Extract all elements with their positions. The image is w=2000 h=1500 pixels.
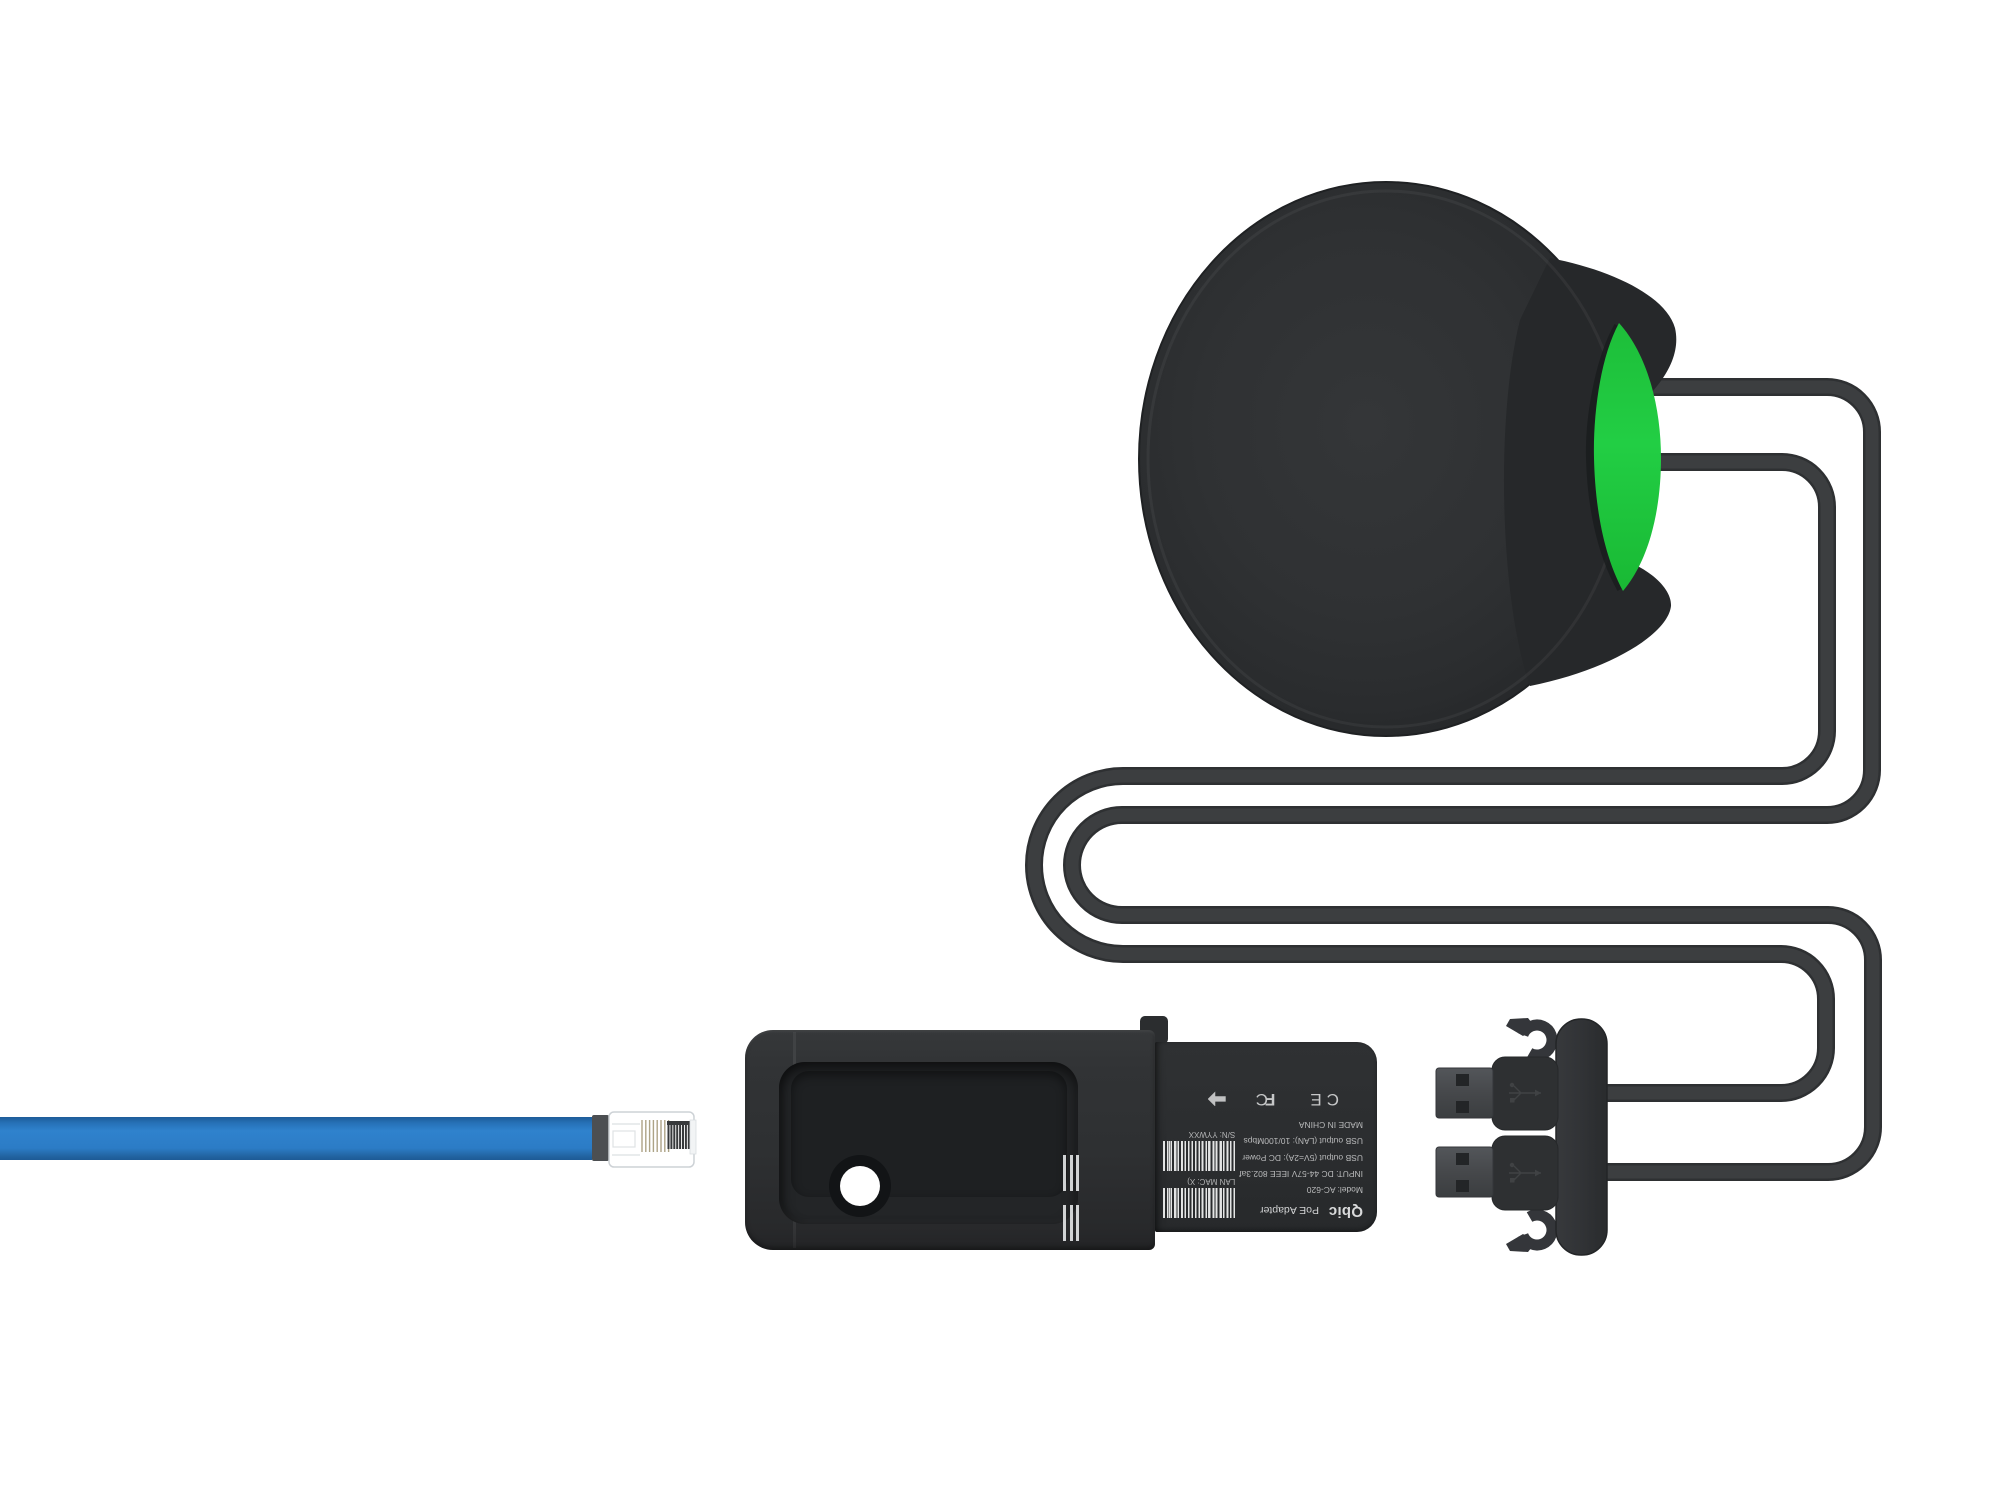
label-lan-mac: LAN MAC: X): [1187, 1177, 1236, 1186]
mount-hole: [840, 1166, 880, 1206]
vent-marks: [1063, 1205, 1079, 1241]
poe-adapter: Qbic PoE Adapter Model: AC-620 INPUT: DC…: [745, 1016, 1377, 1250]
device-cable-lower: [1025, 453, 1836, 1102]
label-input: INPUT: DC 44-57V IEEE 802.3af: [1239, 1168, 1363, 1179]
rj45-connector: [608, 1111, 697, 1168]
shield-hole: [1456, 1074, 1469, 1086]
adapter-label-block: Qbic PoE Adapter Model: AC-620 INPUT: DC…: [1155, 1042, 1377, 1232]
shield-hole: [1456, 1101, 1469, 1113]
ce-mark: CE: [1305, 1089, 1339, 1109]
label-made-in: MADE IN CHINA: [1298, 1120, 1363, 1131]
barcode: [1163, 1188, 1236, 1218]
strain-relief-boot: [592, 1115, 609, 1161]
puck-device: [1138, 181, 1677, 737]
brand-logo: Qbic: [1328, 1203, 1363, 1220]
usb-plug-upper: [1435, 1056, 1559, 1131]
shield-hole: [1456, 1180, 1469, 1192]
cable-ribbon: [0, 1117, 592, 1160]
fcc-mark: FC: [1255, 1089, 1276, 1109]
label-model: Model: AC-620: [1306, 1185, 1363, 1195]
barcode: [1163, 1141, 1236, 1171]
shield-hole: [1456, 1153, 1469, 1165]
usb-retainer: [1435, 1018, 1608, 1256]
product-name: PoE Adapter: [1260, 1204, 1319, 1216]
lens-groove: [1585, 324, 1625, 591]
label-usb-power: USB output (5V=2A): DC Power: [1242, 1152, 1363, 1163]
adapter-label: Qbic PoE Adapter Model: AC-620 INPUT: DC…: [1155, 1042, 1377, 1232]
adapter-pocket: [779, 1062, 1078, 1224]
label-serial: S/N: YYWXX: [1188, 1130, 1236, 1139]
ethernet-cable: [0, 1111, 697, 1168]
usb-trident-icon: [1509, 1082, 1541, 1103]
label-usb-lan: USB output (LAN): 10/100Mbps: [1243, 1136, 1363, 1147]
vent-marks: [1063, 1155, 1079, 1191]
status-lens: [1593, 323, 1661, 591]
retainer-capsule: [1555, 1018, 1608, 1256]
usb-plug-lower: [1435, 1135, 1559, 1211]
cert-arrow-icon: [1208, 1091, 1226, 1106]
usb-metal-shield: [1435, 1146, 1494, 1198]
cable-clip-icon-top: [1506, 1018, 1558, 1061]
usb-metal-shield: [1435, 1067, 1494, 1119]
usb-trident-icon: [1509, 1162, 1541, 1183]
adapter-sleeve: [745, 1030, 1155, 1250]
device-cable-upper: [1063, 378, 1882, 1181]
cable-clip-icon-bottom: [1506, 1209, 1558, 1252]
